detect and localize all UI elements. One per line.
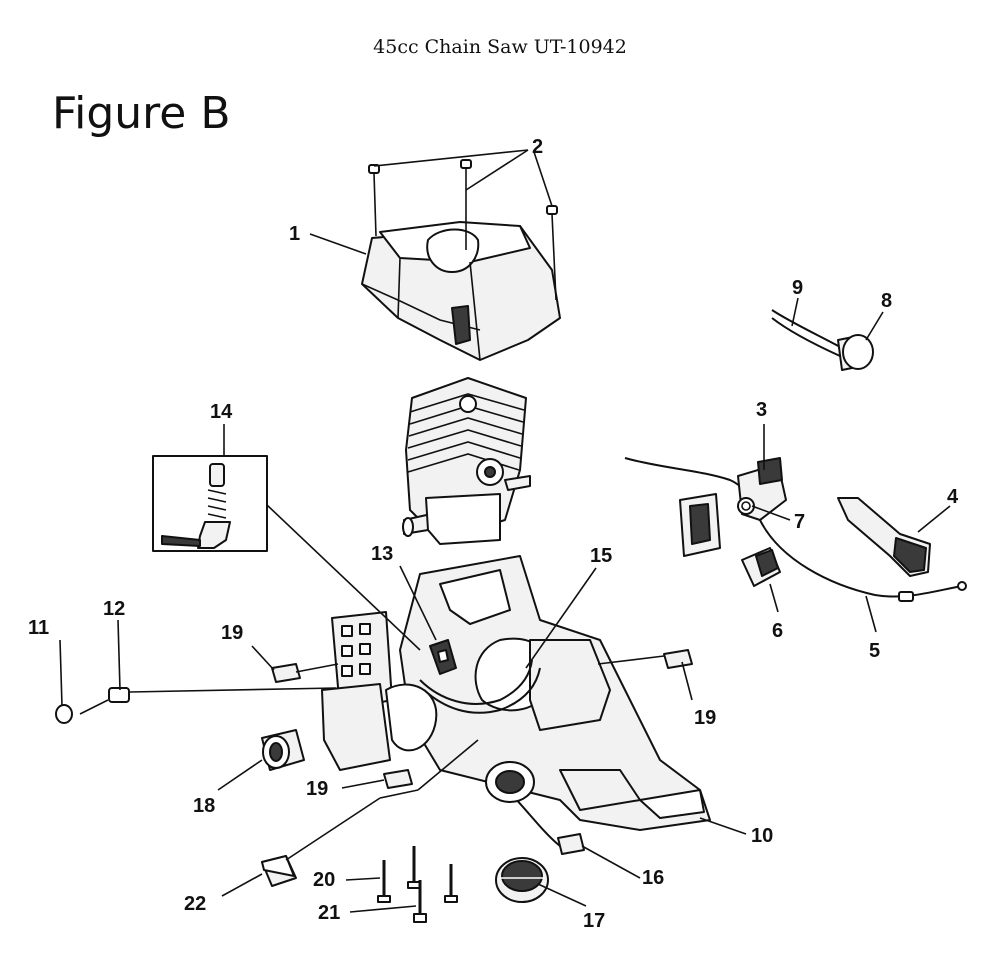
- callout-4: 4: [947, 486, 959, 508]
- part-13-bracket: [429, 639, 457, 675]
- callout-22: 22: [184, 893, 206, 915]
- callout-7: 7: [794, 511, 805, 533]
- callout-15: 15: [590, 545, 612, 567]
- callout-3: 3: [756, 399, 767, 421]
- callout-12: 12: [103, 598, 125, 620]
- part-14-fuel-filter-inset: [152, 455, 268, 552]
- part-12-screw: [108, 687, 130, 703]
- callout-11: 11: [28, 617, 49, 639]
- part-21-bolt: [413, 880, 427, 923]
- part-11-nut: [55, 704, 73, 724]
- callout-14: 14: [210, 401, 233, 423]
- callout-9: 9: [792, 277, 803, 299]
- leader-lines: [59, 149, 951, 913]
- callout-6: 6: [772, 620, 783, 642]
- figure-title: Figure B: [52, 88, 231, 139]
- callout-19-lower: 19: [306, 778, 328, 800]
- part-15-fuel-line: [419, 659, 541, 714]
- part-16-fuel-cap-tether: [485, 761, 585, 855]
- callout-16: 16: [642, 867, 664, 889]
- part-19-mounts: [271, 649, 693, 789]
- part-5-throttle-cable: [624, 457, 967, 602]
- part-18-grommet: [261, 729, 305, 771]
- callout-21: 21: [318, 902, 340, 924]
- part-8-primer-bulb: [837, 334, 874, 371]
- part-6-switch: [741, 547, 781, 587]
- part-9-fuel-line: [771, 309, 843, 357]
- engine-cylinder: [402, 377, 531, 545]
- callout-8: 8: [881, 290, 892, 312]
- part-17-fuel-cap: [495, 857, 549, 903]
- callout-1: 1: [289, 223, 300, 245]
- callout-5: 5: [869, 640, 880, 662]
- part-1-top-cover: [361, 221, 561, 361]
- callout-17: 17: [583, 910, 605, 932]
- part-2-cover-screws: [368, 159, 558, 301]
- callout-18: 18: [193, 795, 215, 817]
- rear-plate: [321, 611, 438, 771]
- callout-19-right: 19: [694, 707, 716, 729]
- part-22-block: [261, 855, 297, 887]
- document-title: 45cc Chain Saw UT-10942: [373, 36, 627, 58]
- callout-13: 13: [371, 543, 393, 565]
- callout-labels: 1 2 3 4 5 6 7 8 9 10 11 12 13 14 15 16 1…: [28, 136, 959, 932]
- part-4-throttle-trigger: [837, 497, 931, 577]
- callout-2: 2: [532, 136, 543, 158]
- callout-19-upper-left: 19: [221, 622, 243, 644]
- part-10-crankcase: [399, 555, 711, 831]
- part-20-bolts: [377, 846, 458, 903]
- callout-20: 20: [313, 869, 335, 891]
- callout-10: 10: [751, 825, 773, 847]
- part-7-spring: [737, 497, 755, 515]
